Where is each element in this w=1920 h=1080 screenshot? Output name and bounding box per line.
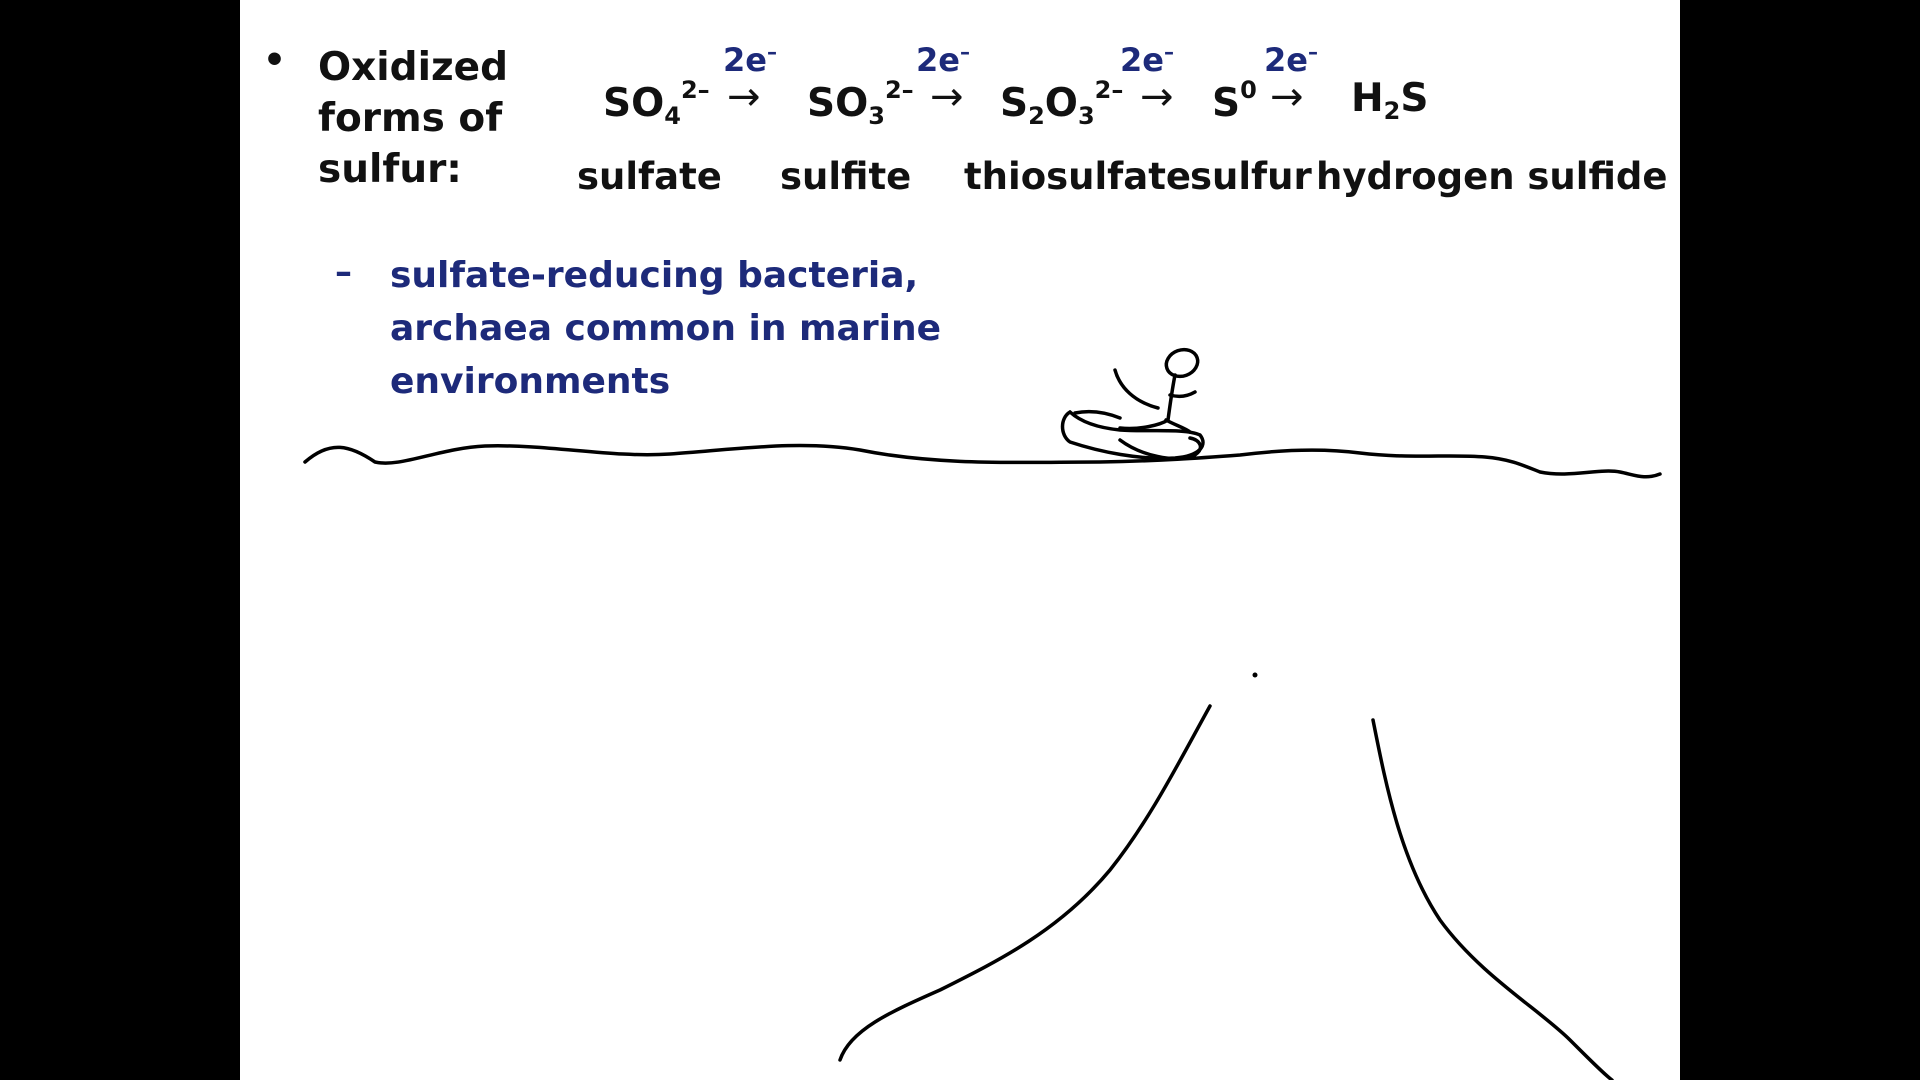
boat-hull bbox=[1060, 410, 1205, 461]
ink-dot bbox=[1252, 672, 1258, 678]
electron-label: 2e– bbox=[1264, 40, 1318, 79]
species-sulfate: SO42– bbox=[603, 76, 710, 130]
electron-label: 2e– bbox=[1120, 40, 1174, 79]
name-thiosulfate: thiosulfate bbox=[964, 155, 1192, 198]
mountain-left-slope bbox=[838, 704, 1212, 1062]
name-sulfite: sulfite bbox=[780, 155, 912, 198]
boat-water-ring bbox=[1118, 436, 1203, 461]
bullet-marker: • bbox=[263, 40, 287, 81]
sub-bullet-marker: – bbox=[335, 252, 352, 292]
species-sulfur: S0 bbox=[1212, 76, 1257, 126]
sub-bullet-line-3: environments bbox=[390, 361, 671, 402]
heading-line-2: forms of bbox=[318, 96, 503, 141]
name-sulfate: sulfate bbox=[577, 155, 722, 198]
name-hydrogen-sulfide: hydrogen sulfide bbox=[1316, 155, 1668, 198]
mountain-right-slope bbox=[1371, 718, 1614, 1080]
boat-rim bbox=[1073, 409, 1122, 420]
person-leg bbox=[1164, 418, 1192, 434]
species-thiosulfate: S2O32– bbox=[1000, 76, 1124, 130]
species-hydrogen-sulfide: H2S bbox=[1351, 76, 1429, 125]
arrow-icon: → bbox=[930, 74, 964, 120]
heading-line-3: sulfur: bbox=[318, 147, 462, 192]
person-arm bbox=[1113, 368, 1197, 410]
sub-bullet-line-1: sulfate-reducing bacteria, bbox=[390, 255, 919, 296]
arrow-icon: → bbox=[1140, 74, 1174, 120]
arrow-icon: → bbox=[727, 74, 761, 120]
electron-label: 2e– bbox=[723, 40, 777, 79]
heading: Oxidized forms of sulfur: bbox=[318, 42, 538, 195]
sub-bullet-line-2: archaea common in marine bbox=[390, 308, 941, 349]
water-surface-line bbox=[303, 443, 1662, 479]
heading-line-1: Oxidized bbox=[318, 45, 509, 90]
sub-bullet-text: sulfate-reducing bacteria, archaea commo… bbox=[390, 249, 950, 408]
species-sulfite: SO32– bbox=[807, 76, 914, 130]
slide: • Oxidized forms of sulfur: SO42– SO32– … bbox=[240, 0, 1680, 1080]
hand-drawing bbox=[303, 347, 1662, 1080]
name-sulfur: sulfur bbox=[1190, 155, 1312, 198]
person-head bbox=[1164, 347, 1200, 379]
arrow-icon: → bbox=[1270, 74, 1304, 120]
electron-label: 2e– bbox=[916, 40, 970, 79]
